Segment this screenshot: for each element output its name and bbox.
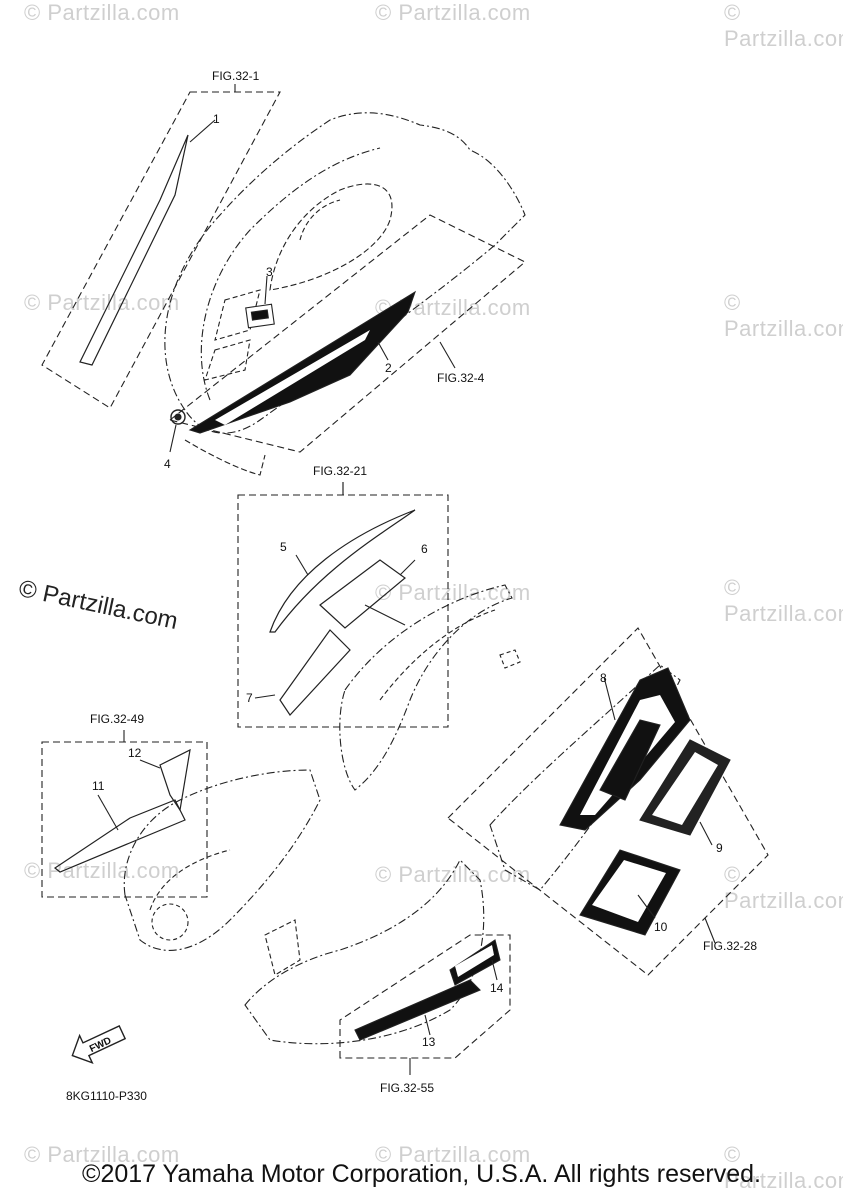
decal-12 xyxy=(159,748,191,812)
decal-6 xyxy=(319,559,406,629)
watermark: © Partzilla.com xyxy=(724,862,843,913)
decal-11 xyxy=(53,799,186,873)
fig-ref-32-21: FIG.32-21 xyxy=(313,464,367,478)
callout-5: 5 xyxy=(280,540,287,554)
watermark: © Partzilla.com xyxy=(375,1142,531,1167)
lower-cowling xyxy=(244,859,485,1045)
callout-6: 6 xyxy=(421,542,428,556)
fig-ref-32-28: FIG.32-28 xyxy=(703,939,757,953)
watermark: © Partzilla.com xyxy=(375,862,531,887)
fig-ref-32-1: FIG.32-1 xyxy=(212,69,260,83)
callout-4: 4 xyxy=(164,457,171,471)
emblem-4 xyxy=(170,409,186,425)
upper-cowling xyxy=(164,112,526,434)
watermark: © Partzilla.com xyxy=(24,1142,180,1167)
decal-7 xyxy=(279,629,351,716)
callout-2: 2 xyxy=(385,361,392,375)
watermark: © Partzilla.com xyxy=(724,0,843,51)
decal-5 xyxy=(269,509,416,633)
decal-1 xyxy=(79,134,189,366)
side-panel xyxy=(339,584,513,791)
watermark: © Partzilla.com xyxy=(375,0,531,25)
fig-32-21-dashed-box xyxy=(237,494,449,728)
fwd-arrow-icon: FWD xyxy=(71,1025,127,1065)
right-panel xyxy=(489,664,681,891)
callout-3: 3 xyxy=(266,265,273,279)
fig-ref-32-49: FIG.32-49 xyxy=(90,712,144,726)
lower-side-cowl xyxy=(123,769,321,951)
copyright-footer: ©2017 Yamaha Motor Corporation, U.S.A. A… xyxy=(82,1160,761,1188)
callout-8: 8 xyxy=(600,671,607,685)
callout-13: 13 xyxy=(422,1035,436,1049)
fig-32-28-dashed-box xyxy=(447,627,769,976)
watermark: © Partzilla.com xyxy=(24,290,180,315)
diagram-code: 8KG1110-P330 xyxy=(66,1089,147,1103)
callout-11: 11 xyxy=(92,779,105,793)
decal-2 xyxy=(188,290,417,434)
callout-14: 14 xyxy=(490,981,504,995)
watermark: © Partzilla.com xyxy=(724,1142,843,1193)
callout-12: 12 xyxy=(128,746,142,760)
fig-ref-32-4: FIG.32-4 xyxy=(437,371,485,385)
callout-9: 9 xyxy=(716,841,723,855)
watermark: © Partzilla.com xyxy=(24,0,180,25)
fig-32-1-dashed-box xyxy=(41,91,281,409)
fig-32-55-dashed-box xyxy=(339,934,511,1059)
watermark: © Partzilla.com xyxy=(724,290,843,341)
fig-32-4-dashed-box xyxy=(168,214,526,453)
watermark: © Partzilla.com xyxy=(724,575,843,626)
watermark: © Partzilla.com xyxy=(24,858,180,883)
decal-13 xyxy=(354,979,481,1041)
watermark: © Partzilla.com xyxy=(375,580,531,605)
callout-10: 10 xyxy=(654,920,668,934)
fig-ref-32-55: FIG.32-55 xyxy=(380,1081,434,1095)
callout-1: 1 xyxy=(213,112,220,126)
callout-7: 7 xyxy=(246,691,253,705)
